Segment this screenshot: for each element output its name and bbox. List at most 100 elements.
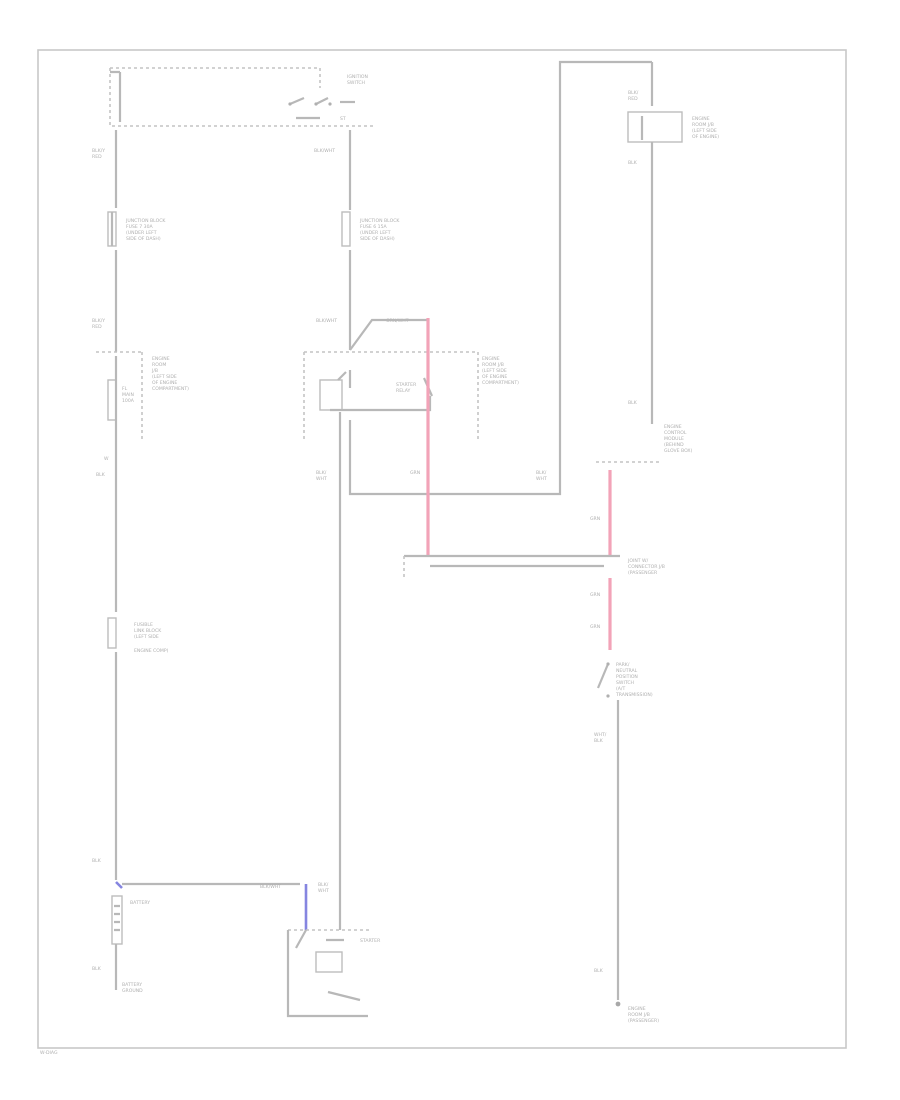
fuse-left-l2: FUSE 7 30A	[126, 224, 154, 230]
relay-box-5: COMPARTMENT)	[482, 380, 519, 386]
ignition-switch-label-2: SWITCH	[347, 80, 365, 86]
right-w6b: BLK	[594, 738, 604, 744]
engine-jb-2: ROOM	[152, 362, 166, 368]
fuse-mid-l2: FUSE 6 15A	[360, 224, 388, 230]
ecm-box-2: ROOM J/B	[692, 122, 714, 128]
left-power-circuit: BLK/Y RED JUNCTION BLOCK FUSE 7 30A (UND…	[92, 130, 300, 994]
starter-label: STARTER	[360, 938, 381, 944]
ignition-switch-label-1: IGNITION	[347, 74, 368, 80]
right-w3: GRN	[590, 516, 600, 522]
starter-w2b: WHT	[318, 888, 329, 894]
battery-body	[111, 895, 123, 945]
wire-left-3b: BLK	[96, 472, 106, 478]
relay-out-label: GRN	[410, 470, 420, 476]
engine-jb-5: OF ENGINE	[152, 380, 177, 386]
fuse-mid-l1: JUNCTION BLOCK	[359, 218, 400, 224]
engine-ecm-3: MODULE	[664, 436, 684, 442]
fuse-mid-l3: (UNDER LEFT	[360, 230, 391, 236]
right-w1: BLK	[628, 160, 638, 166]
ground-r-1: ENGINE	[628, 1006, 646, 1012]
fuse-mid-l4: SIDE OF DASH)	[360, 236, 395, 242]
fusible-link-body	[107, 617, 117, 649]
right-park-neutral-circuit: BLK/ RED ENGINE ROOM J/B (LEFT SIDE OF E…	[403, 62, 719, 1024]
ground-r-0: BLK	[594, 968, 604, 974]
park-switch-6: TRANSMISSION)	[615, 692, 653, 698]
ground-r-3: (PASSENGER)	[628, 1018, 659, 1024]
connector-3: (PASSENGER	[628, 570, 658, 576]
wire-mid-1: BLK/WHT	[314, 148, 335, 154]
mid-wire-1: BLK/	[316, 470, 327, 476]
fusible-link-3: (LEFT SIDE	[134, 634, 159, 640]
battery-gnd-3: GROUND	[122, 988, 143, 994]
wire-left-2a: BLK/Y	[92, 318, 105, 324]
fusible-link-2: LINK BLOCK	[134, 628, 162, 634]
engine-jb-6: COMPARTMENT)	[152, 386, 189, 392]
starter-w2a: BLK/	[318, 882, 329, 888]
battery-gnd-1: BLK	[92, 966, 102, 972]
starter-motor-body	[315, 951, 343, 973]
fuse-left-l4: SIDE OF DASH)	[126, 236, 161, 242]
relay-box-1: ENGINE	[482, 356, 500, 362]
battery-gnd-2: BATTERY	[122, 982, 142, 988]
connector-1: JOINT W/	[627, 558, 649, 564]
battery-label: BATTERY	[130, 900, 150, 906]
relay-return-1: BLK/	[536, 470, 547, 476]
engine-ecm-4: (BEHIND	[664, 442, 684, 448]
engine-ecm-1: ENGINE	[664, 424, 682, 430]
relay-box-3: (LEFT SIDE	[482, 368, 507, 374]
fuse-sub-3: 100A	[122, 398, 135, 404]
diagram-id: W-DIAG	[40, 1050, 58, 1056]
relay-name-1: STARTER	[396, 382, 417, 388]
middle-ignition-circuit: BLK/WHT JUNCTION BLOCK FUSE 6 15A (UNDER…	[260, 60, 652, 1018]
ground-point-icon	[615, 1001, 621, 1007]
wire-left-3a: W	[104, 456, 109, 462]
ecm-relay-box	[627, 111, 683, 143]
engine-jb-4: (LEFT SIDE	[152, 374, 177, 380]
fusible-link-4: ENGINE COMP)	[134, 648, 169, 654]
mid-wire-2: WHT	[316, 476, 327, 482]
ignition-st-label: ST	[340, 116, 346, 122]
right-w4: GRN	[590, 592, 600, 598]
park-switch-4: SWITCH	[616, 680, 634, 686]
relay-top-1: BLK/WHT	[316, 318, 337, 324]
starter-w1: BLK/WHT	[260, 884, 281, 890]
park-switch-2: NEUTRAL	[616, 668, 638, 674]
ignition-switch: IGNITION SWITCH ST	[109, 67, 375, 127]
right-w2: BLK	[628, 400, 638, 406]
starter-relay-coil	[319, 379, 343, 411]
relay-box-2: ROOM J/B	[482, 362, 504, 368]
fuse-mid-body	[341, 211, 351, 247]
wire-left-1a: BLK/Y	[92, 148, 105, 154]
connector-2: CONNECTOR J/B	[628, 564, 665, 570]
top-right-w1: BLK/	[628, 90, 639, 96]
fuse-left-l3: (UNDER LEFT	[126, 230, 157, 236]
right-w6a: WHT/	[594, 732, 607, 738]
relay-return-2: WHT	[536, 476, 547, 482]
engine-ecm-2: CONTROL	[664, 430, 687, 436]
wire-left-1b: RED	[92, 154, 102, 160]
ecm-box-1: ENGINE	[692, 116, 710, 122]
park-switch-1: PARK/	[616, 662, 630, 668]
fuse-sub-2: MAIN	[122, 392, 134, 398]
fusible-link-1: FUSIBLE	[134, 622, 153, 628]
main-fuse-body	[107, 379, 117, 421]
fuse-sub-1: FL	[122, 386, 128, 392]
battery-positive-lead	[115, 881, 123, 889]
relay-box-4: OF ENGINE	[482, 374, 507, 380]
ground-r-2: ROOM J/B	[628, 1012, 650, 1018]
park-switch-5: (A/T	[616, 686, 625, 692]
ecm-box-3: (LEFT SIDE	[692, 128, 717, 134]
wire-left-2b: RED	[92, 324, 102, 330]
top-right-w2: RED	[628, 96, 638, 102]
relay-name-2: RELAY	[396, 388, 411, 394]
engine-jb-3: J/B	[151, 368, 158, 374]
engine-ecm-5: GLOVE BOX)	[664, 448, 693, 454]
right-w5: GRN	[590, 624, 600, 630]
wire-left-4: BLK	[92, 858, 102, 864]
ecm-box-4: OF ENGINE)	[692, 134, 719, 140]
fuse-left-l1: JUNCTION BLOCK	[125, 218, 166, 224]
diagram-frame	[37, 49, 847, 1049]
park-switch-3: POSITION	[616, 674, 638, 680]
engine-jb-1: ENGINE	[152, 356, 170, 362]
